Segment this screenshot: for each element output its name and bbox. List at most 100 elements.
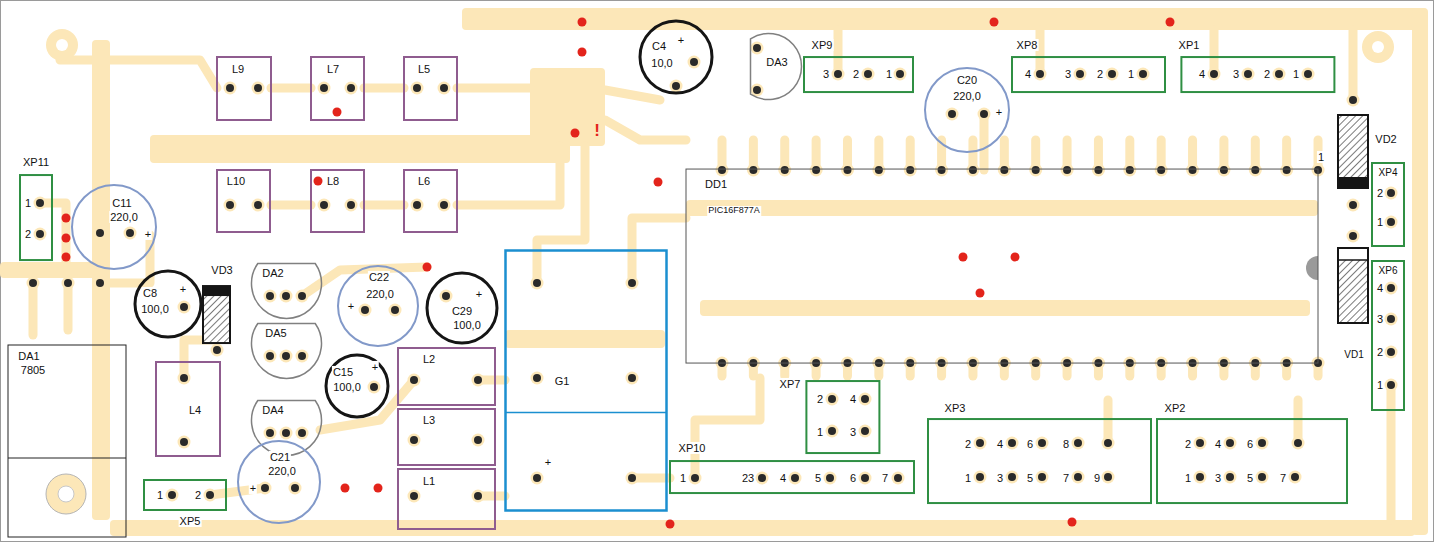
copper-trace	[60, 60, 217, 88]
pin-number: 5	[814, 472, 822, 484]
pad-hole	[1349, 201, 1357, 209]
pad-hole	[1063, 166, 1071, 174]
diode-body	[203, 296, 230, 343]
capacitor-outline: C11220,0+	[70, 183, 158, 271]
pad-ring	[1249, 164, 1262, 177]
diode-body	[1338, 260, 1368, 323]
pad-ring	[166, 489, 179, 502]
outline-divider	[1338, 259, 1368, 261]
pads	[27, 18, 1398, 529]
diode-outline	[203, 286, 230, 343]
tab-hole	[58, 486, 74, 502]
pad-hole	[1038, 439, 1046, 447]
pad-ring	[1256, 471, 1269, 484]
pad-ring	[178, 301, 191, 314]
part-label: L4	[188, 404, 202, 416]
pad-ring	[345, 199, 358, 212]
pin-number: 1	[885, 68, 893, 80]
outline-svg	[1336, 113, 1399, 190]
capacitor-outline	[640, 21, 712, 93]
part-label: C21	[269, 451, 291, 463]
pad-hole	[213, 346, 221, 354]
pad-hole	[298, 352, 306, 360]
pad-hole	[628, 474, 636, 482]
pad-ring	[626, 372, 639, 385]
pad-hole	[320, 201, 328, 209]
pad-ring	[178, 436, 191, 449]
pad-ring	[789, 472, 802, 485]
pad-ring	[289, 482, 302, 495]
pad-hole	[843, 166, 851, 174]
pad-hole	[1275, 70, 1283, 78]
pad-ring	[841, 164, 854, 177]
pad-ring	[859, 393, 872, 406]
outline-svg	[1336, 246, 1370, 361]
pad-ring	[998, 164, 1011, 177]
pad-ring	[34, 228, 47, 241]
pad-hole	[96, 279, 104, 287]
pin-number: 4	[1214, 438, 1222, 450]
pad-hole	[320, 84, 328, 92]
pin-number: 5	[1246, 472, 1254, 484]
pad-ring	[1385, 187, 1398, 200]
pin-number: 1	[964, 472, 972, 484]
pin-number: 1	[1376, 379, 1384, 391]
polarity-mark: +	[544, 456, 552, 468]
capacitor-outline: C29+100,0	[424, 270, 500, 346]
connector-header: XP64321	[1370, 259, 1406, 412]
pad-hole	[474, 376, 482, 384]
capacitor-outline	[427, 273, 497, 343]
pad-ring	[204, 489, 217, 502]
pad-ring	[872, 164, 885, 177]
pad-hole	[749, 166, 757, 174]
pad-ring	[264, 350, 277, 363]
part-label: PIC16F877A	[707, 206, 761, 216]
connector-header	[20, 175, 52, 260]
outline-divider	[505, 411, 666, 413]
pad-hole	[828, 427, 836, 435]
part-label: XP4	[1378, 167, 1399, 178]
pad-ring	[224, 199, 237, 212]
pad-hole	[969, 166, 977, 174]
outline-svg	[1177, 38, 1336, 94]
part-label: C11	[111, 197, 132, 209]
pad-hole	[861, 474, 869, 482]
part-label: DA1	[17, 350, 40, 362]
pad-hole	[1226, 439, 1234, 447]
copper-traces	[0, 8, 1428, 536]
pad-ring	[252, 82, 265, 95]
pad-ring	[1194, 471, 1207, 484]
pin-number: 5	[1026, 472, 1034, 484]
pin-number: 3	[1232, 68, 1240, 80]
part-label: XP1	[1178, 39, 1201, 51]
diode-hatch	[1338, 260, 1368, 323]
connector-header: XP512	[142, 478, 228, 528]
outline-svg	[396, 467, 497, 531]
pad-ring	[859, 472, 872, 485]
connector-header: XP1112	[18, 155, 54, 262]
capacitor-outline	[135, 271, 201, 337]
pin-number: 1	[679, 472, 687, 484]
pad-ring	[94, 227, 107, 240]
inductor-outline: L2	[396, 346, 497, 407]
copper-trace	[271, 201, 311, 210]
via-dot	[62, 214, 71, 223]
pad-hole	[1189, 166, 1197, 174]
pad-hole	[1387, 381, 1395, 389]
pad-ring	[211, 344, 224, 357]
pad-ring	[832, 68, 845, 81]
pin-number: 1	[1184, 472, 1192, 484]
pad-ring	[1302, 68, 1315, 81]
pad-ring	[747, 164, 760, 177]
pad-hole	[861, 427, 869, 435]
outline-svg	[637, 18, 715, 96]
pad-hole	[410, 492, 418, 500]
pad-ring	[389, 304, 402, 317]
polarity-mark: +	[144, 228, 152, 240]
part-label: XP7	[779, 378, 802, 390]
pad-hole	[36, 199, 44, 207]
pad-hole	[180, 374, 188, 382]
pad-ring	[259, 482, 272, 495]
outline-svg	[396, 407, 497, 467]
copper-fill	[0, 262, 98, 278]
